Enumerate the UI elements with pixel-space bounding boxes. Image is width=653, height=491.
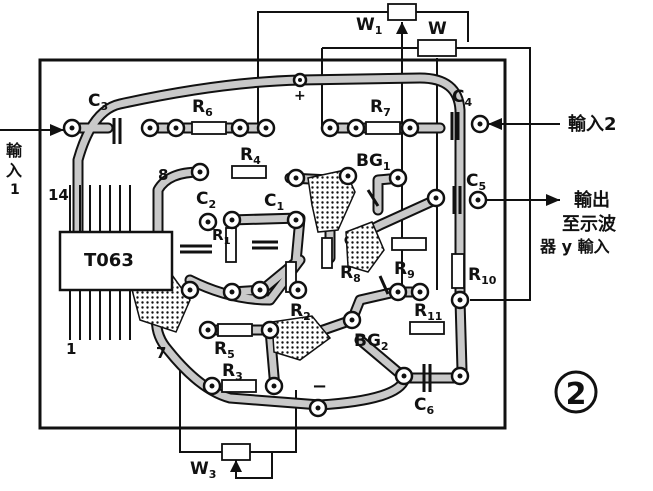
r10-body [451, 253, 465, 289]
svg-text:R1: R1 [212, 226, 231, 247]
svg-text:W3: W3 [190, 459, 216, 481]
label-r1: R [212, 226, 224, 244]
label-c6: C [414, 395, 426, 415]
copper-area-low [271, 315, 332, 361]
input2-arrow [488, 118, 502, 130]
ic-pin-7: 7 [156, 344, 166, 362]
label-bg1: BG [356, 151, 383, 171]
r5-body [217, 323, 253, 337]
label-w3: W [190, 459, 209, 479]
component-labels: C3 R6 R7 C4 R4 BG1 C5 C2 C1 R1 R8 R9 R10… [48, 15, 497, 481]
w1-potentiometer [387, 3, 417, 21]
svg-text:R3: R3 [222, 361, 243, 383]
svg-text:W1: W1 [356, 15, 382, 37]
io-labels: 輸 入 1 輸入2 輸出 至示波 器 y 輸入 [6, 113, 617, 256]
transistor-marks [366, 189, 390, 295]
r9-body [391, 237, 427, 251]
label-r3: R [222, 361, 235, 381]
label-r6: R [192, 97, 205, 117]
input1-arrow [50, 124, 64, 136]
svg-text:R11: R11 [414, 301, 442, 323]
svg-text:R6: R6 [192, 97, 213, 119]
input1-label-char2: 入 [6, 161, 22, 180]
ic-pin-14: 14 [48, 186, 69, 204]
capacitor-bodies [112, 112, 462, 392]
label-w1: W [356, 15, 375, 35]
ic-pin-1: 1 [66, 340, 76, 358]
svg-text:R2: R2 [290, 301, 311, 323]
w1-wiper-arrow [396, 22, 408, 34]
ic-pins [69, 185, 131, 340]
svg-text:R8: R8 [340, 263, 361, 285]
label-r2: R [290, 301, 303, 321]
label-r8: R [340, 263, 353, 283]
r3-body [221, 379, 257, 393]
output-arrow [546, 194, 560, 206]
ic-body [58, 230, 174, 292]
ic-pin-8: 8 [158, 166, 168, 184]
label-r7: R [370, 97, 383, 117]
svg-text:C5: C5 [466, 171, 486, 193]
board-outline [38, 58, 507, 430]
r11-body [409, 321, 445, 335]
label-r5: R [214, 339, 227, 359]
figure-number-circle [554, 370, 598, 414]
label-bg2: BG [354, 331, 381, 351]
svg-text:R10: R10 [468, 265, 497, 287]
r4-body [231, 165, 267, 179]
input1-label-char1: 輸 [6, 141, 23, 160]
label-c1: C [264, 191, 276, 211]
svg-text:R9: R9 [394, 259, 415, 281]
svg-text:C4: C4 [452, 87, 472, 109]
label-r4: R [240, 145, 253, 165]
solder-pads [62, 72, 490, 418]
svg-text:R4: R4 [240, 145, 261, 167]
svg-text:C2: C2 [196, 189, 216, 211]
output-label-line3: 器 y 輸入 [539, 237, 610, 256]
r8-body [321, 237, 333, 269]
svg-text:C6: C6 [414, 395, 434, 417]
ic-label: T063 [84, 250, 134, 271]
polarity-minus: − [312, 376, 327, 397]
input1-label-num: 1 [10, 182, 20, 198]
label-r9: R [394, 259, 407, 279]
label-c4: C [452, 87, 464, 107]
output-label-line1: 輸出 [574, 189, 610, 211]
copper-area-mid [345, 221, 385, 273]
svg-text:C3: C3 [88, 91, 108, 113]
label-c5: C [466, 171, 478, 191]
label-w: W [428, 19, 447, 39]
svg-text:R7: R7 [370, 97, 391, 119]
r7-body [365, 121, 401, 135]
w3-wiper-arrow [230, 460, 242, 472]
svg-text:BG2: BG2 [354, 331, 389, 353]
label-c3: C [88, 91, 100, 111]
label-r10: R [468, 265, 481, 285]
svg-text:C1: C1 [264, 191, 284, 213]
label-r11: R [414, 301, 427, 321]
input2-label: 輸入2 [568, 113, 617, 135]
svg-text:R5: R5 [214, 339, 235, 361]
label-c2: C [196, 189, 208, 209]
polarity-plus: + [294, 88, 306, 104]
r6-body [191, 121, 227, 135]
output-label-line2: 至示波 [562, 213, 617, 235]
svg-text:BG1: BG1 [356, 151, 391, 173]
w3-potentiometer [221, 443, 251, 461]
w-potentiometer [417, 39, 457, 57]
figure-number: 2 [566, 377, 587, 412]
